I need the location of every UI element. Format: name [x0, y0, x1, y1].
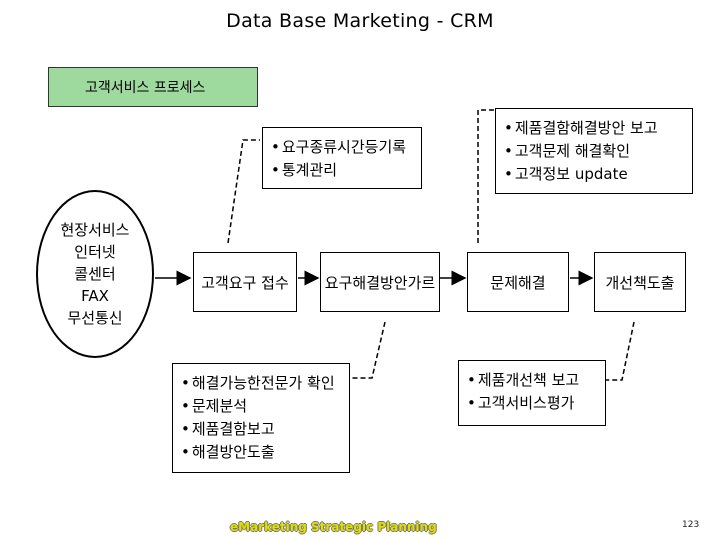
- note-item: 고객정보 update: [504, 163, 692, 186]
- note-item: 해결방안도출: [181, 441, 349, 464]
- section-tag: 고객서비스 프로세스: [48, 67, 258, 107]
- note-bottom-right: 제품개선책 보고 고객서비스평가: [458, 360, 606, 426]
- note-bottom-left: 해결가능한전문가 확인 문제분석 제품결함보고 해결방안도출: [172, 363, 350, 473]
- page-title: Data Base Marketing - CRM: [226, 10, 494, 32]
- step-derive-improvement: 개선책도출: [594, 252, 686, 312]
- note-item: 해결가능한전문가 확인: [181, 372, 349, 395]
- footer-label: eMarketing Strategic Planning: [230, 520, 437, 534]
- channel-item: 무선통신: [67, 309, 123, 327]
- note-item: 요구종류시간등기록: [271, 136, 421, 159]
- note-item: 고객서비스평가: [467, 392, 605, 415]
- note-item: 제품개선책 보고: [467, 369, 605, 392]
- step-receive-request: 고객요구 접수: [193, 252, 297, 312]
- note-item: 문제분석: [181, 395, 349, 418]
- note-item: 제품결함해결방안 보고: [504, 117, 692, 140]
- step-label: 요구해결방안가르: [324, 273, 436, 292]
- note-item: 제품결함보고: [181, 418, 349, 441]
- callout-top-left: [227, 139, 260, 244]
- channels-ellipse: 현장서비스 인터넷 콜센터 FAX 무선통신: [36, 190, 154, 358]
- note-item: 통계관리: [271, 159, 421, 182]
- note-top-left: 요구종류시간등기록 통계관리: [262, 127, 422, 189]
- step-resolve-problem: 문제해결: [467, 252, 569, 312]
- page-number: 123: [682, 520, 700, 530]
- step-label: 개선책도출: [605, 273, 675, 292]
- callout-bottom-left: [350, 321, 386, 379]
- step-find-solution: 요구해결방안가르: [320, 252, 440, 312]
- channel-item: 콜센터: [74, 265, 116, 283]
- channel-item: FAX: [81, 287, 109, 305]
- callout-top-right: [477, 109, 495, 243]
- channel-item: 인터넷: [74, 243, 116, 261]
- step-label: 고객요구 접수: [201, 273, 289, 292]
- note-item: 고객문제 해결확인: [504, 140, 692, 163]
- callout-bottom-right: [606, 321, 635, 381]
- step-label: 문제해결: [490, 273, 546, 292]
- note-top-right: 제품결함해결방안 보고 고객문제 해결확인 고객정보 update: [495, 108, 693, 194]
- channel-item: 현장서비스: [60, 221, 130, 239]
